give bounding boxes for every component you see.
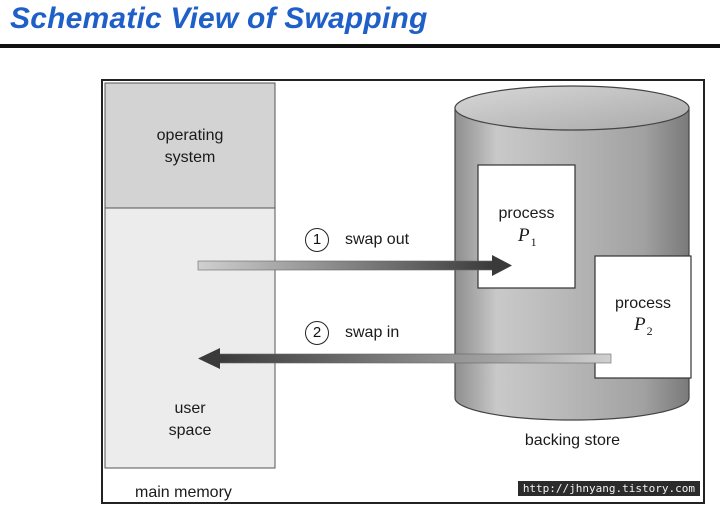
user-space-label-line1: user xyxy=(174,400,206,417)
process-p2-word: process xyxy=(614,295,672,312)
swap-in-arrow xyxy=(198,348,612,369)
os-label-line1: operating xyxy=(156,127,224,144)
os-label-line2: system xyxy=(164,149,216,166)
user-space-label: user space xyxy=(105,398,275,442)
process-p1-letter: P xyxy=(518,225,530,246)
process-p2-subscript: 2 xyxy=(646,324,653,338)
swap-out-label: swap out xyxy=(345,231,410,248)
swap-in-step-number: 2 xyxy=(305,321,329,345)
process-p1-subscript: 1 xyxy=(530,235,537,249)
process-p2-name: P2 xyxy=(634,314,653,338)
swap-out-step-number: 1 xyxy=(305,228,329,252)
main-memory-caption: main memory xyxy=(135,484,232,501)
watermark: http://jhnyang.tistory.com xyxy=(517,481,700,496)
process-p1-name: P1 xyxy=(518,225,537,249)
os-region xyxy=(104,82,276,209)
process-p2-letter: P xyxy=(634,314,646,335)
os-label: operating system xyxy=(105,125,275,169)
backing-store-caption: backing store xyxy=(524,432,621,449)
slide-title: Schematic View of Swapping xyxy=(10,2,428,35)
swap-in-label: swap in xyxy=(345,324,400,341)
title-rule xyxy=(0,44,720,48)
process-p1-word: process xyxy=(498,205,555,222)
user-space-label-line2: space xyxy=(168,422,212,439)
swap-out-arrow xyxy=(197,255,512,276)
user-space-region xyxy=(104,207,276,469)
